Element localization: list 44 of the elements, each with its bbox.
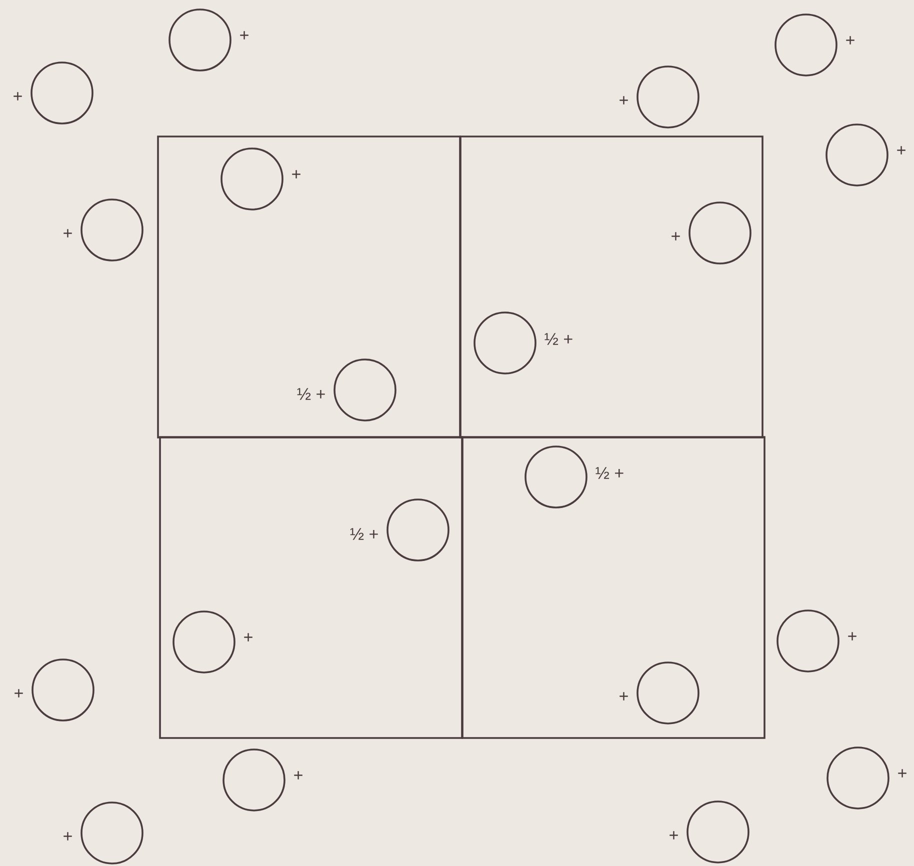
- circle-symbol: [334, 358, 396, 422]
- sign-label: +: [294, 771, 302, 780]
- circle-symbol: [774, 14, 838, 76]
- circle-symbol: [686, 800, 750, 864]
- sign-label: ½ +: [596, 467, 624, 479]
- circle-symbol: [32, 658, 94, 722]
- circle-symbol: [826, 124, 888, 186]
- square-box: [462, 436, 766, 739]
- sign-label: +: [64, 229, 72, 238]
- sign-label: +: [898, 769, 906, 778]
- circle-symbol: [826, 746, 890, 810]
- square-box: [159, 436, 463, 739]
- circle-symbol: [30, 62, 94, 124]
- sign-label: +: [292, 170, 300, 178]
- sign-label: +: [848, 632, 856, 640]
- circle-symbol: [636, 662, 700, 724]
- square-box: [157, 136, 461, 438]
- sign-label: +: [14, 92, 22, 100]
- sign-label: ½ +: [544, 333, 572, 345]
- circle-symbol: [524, 446, 588, 508]
- square-box: [460, 136, 764, 438]
- sign-label: +: [672, 232, 680, 240]
- sign-label: +: [14, 689, 23, 698]
- sign-label: +: [240, 31, 248, 40]
- sign-label: +: [64, 832, 72, 840]
- sign-label: +: [620, 692, 628, 700]
- sign-label: +: [670, 831, 678, 840]
- sign-label: ½ +: [297, 388, 325, 400]
- sign-label: +: [846, 36, 854, 44]
- circle-symbol: [636, 66, 700, 128]
- circle-symbol: [80, 802, 144, 864]
- sign-label: ½ +: [350, 528, 378, 540]
- circle-symbol: [222, 748, 286, 812]
- circle-symbol: [168, 8, 232, 72]
- circle-symbol: [474, 312, 536, 374]
- sign-label: +: [244, 633, 252, 642]
- sign-label: +: [897, 146, 906, 154]
- circle-symbol: [80, 198, 144, 262]
- circle-symbol: [776, 610, 840, 672]
- circle-symbol: [688, 202, 752, 264]
- circle-symbol: [220, 148, 284, 210]
- sign-label: +: [620, 96, 628, 104]
- circle-symbol: [386, 498, 450, 562]
- circle-symbol: [172, 610, 236, 674]
